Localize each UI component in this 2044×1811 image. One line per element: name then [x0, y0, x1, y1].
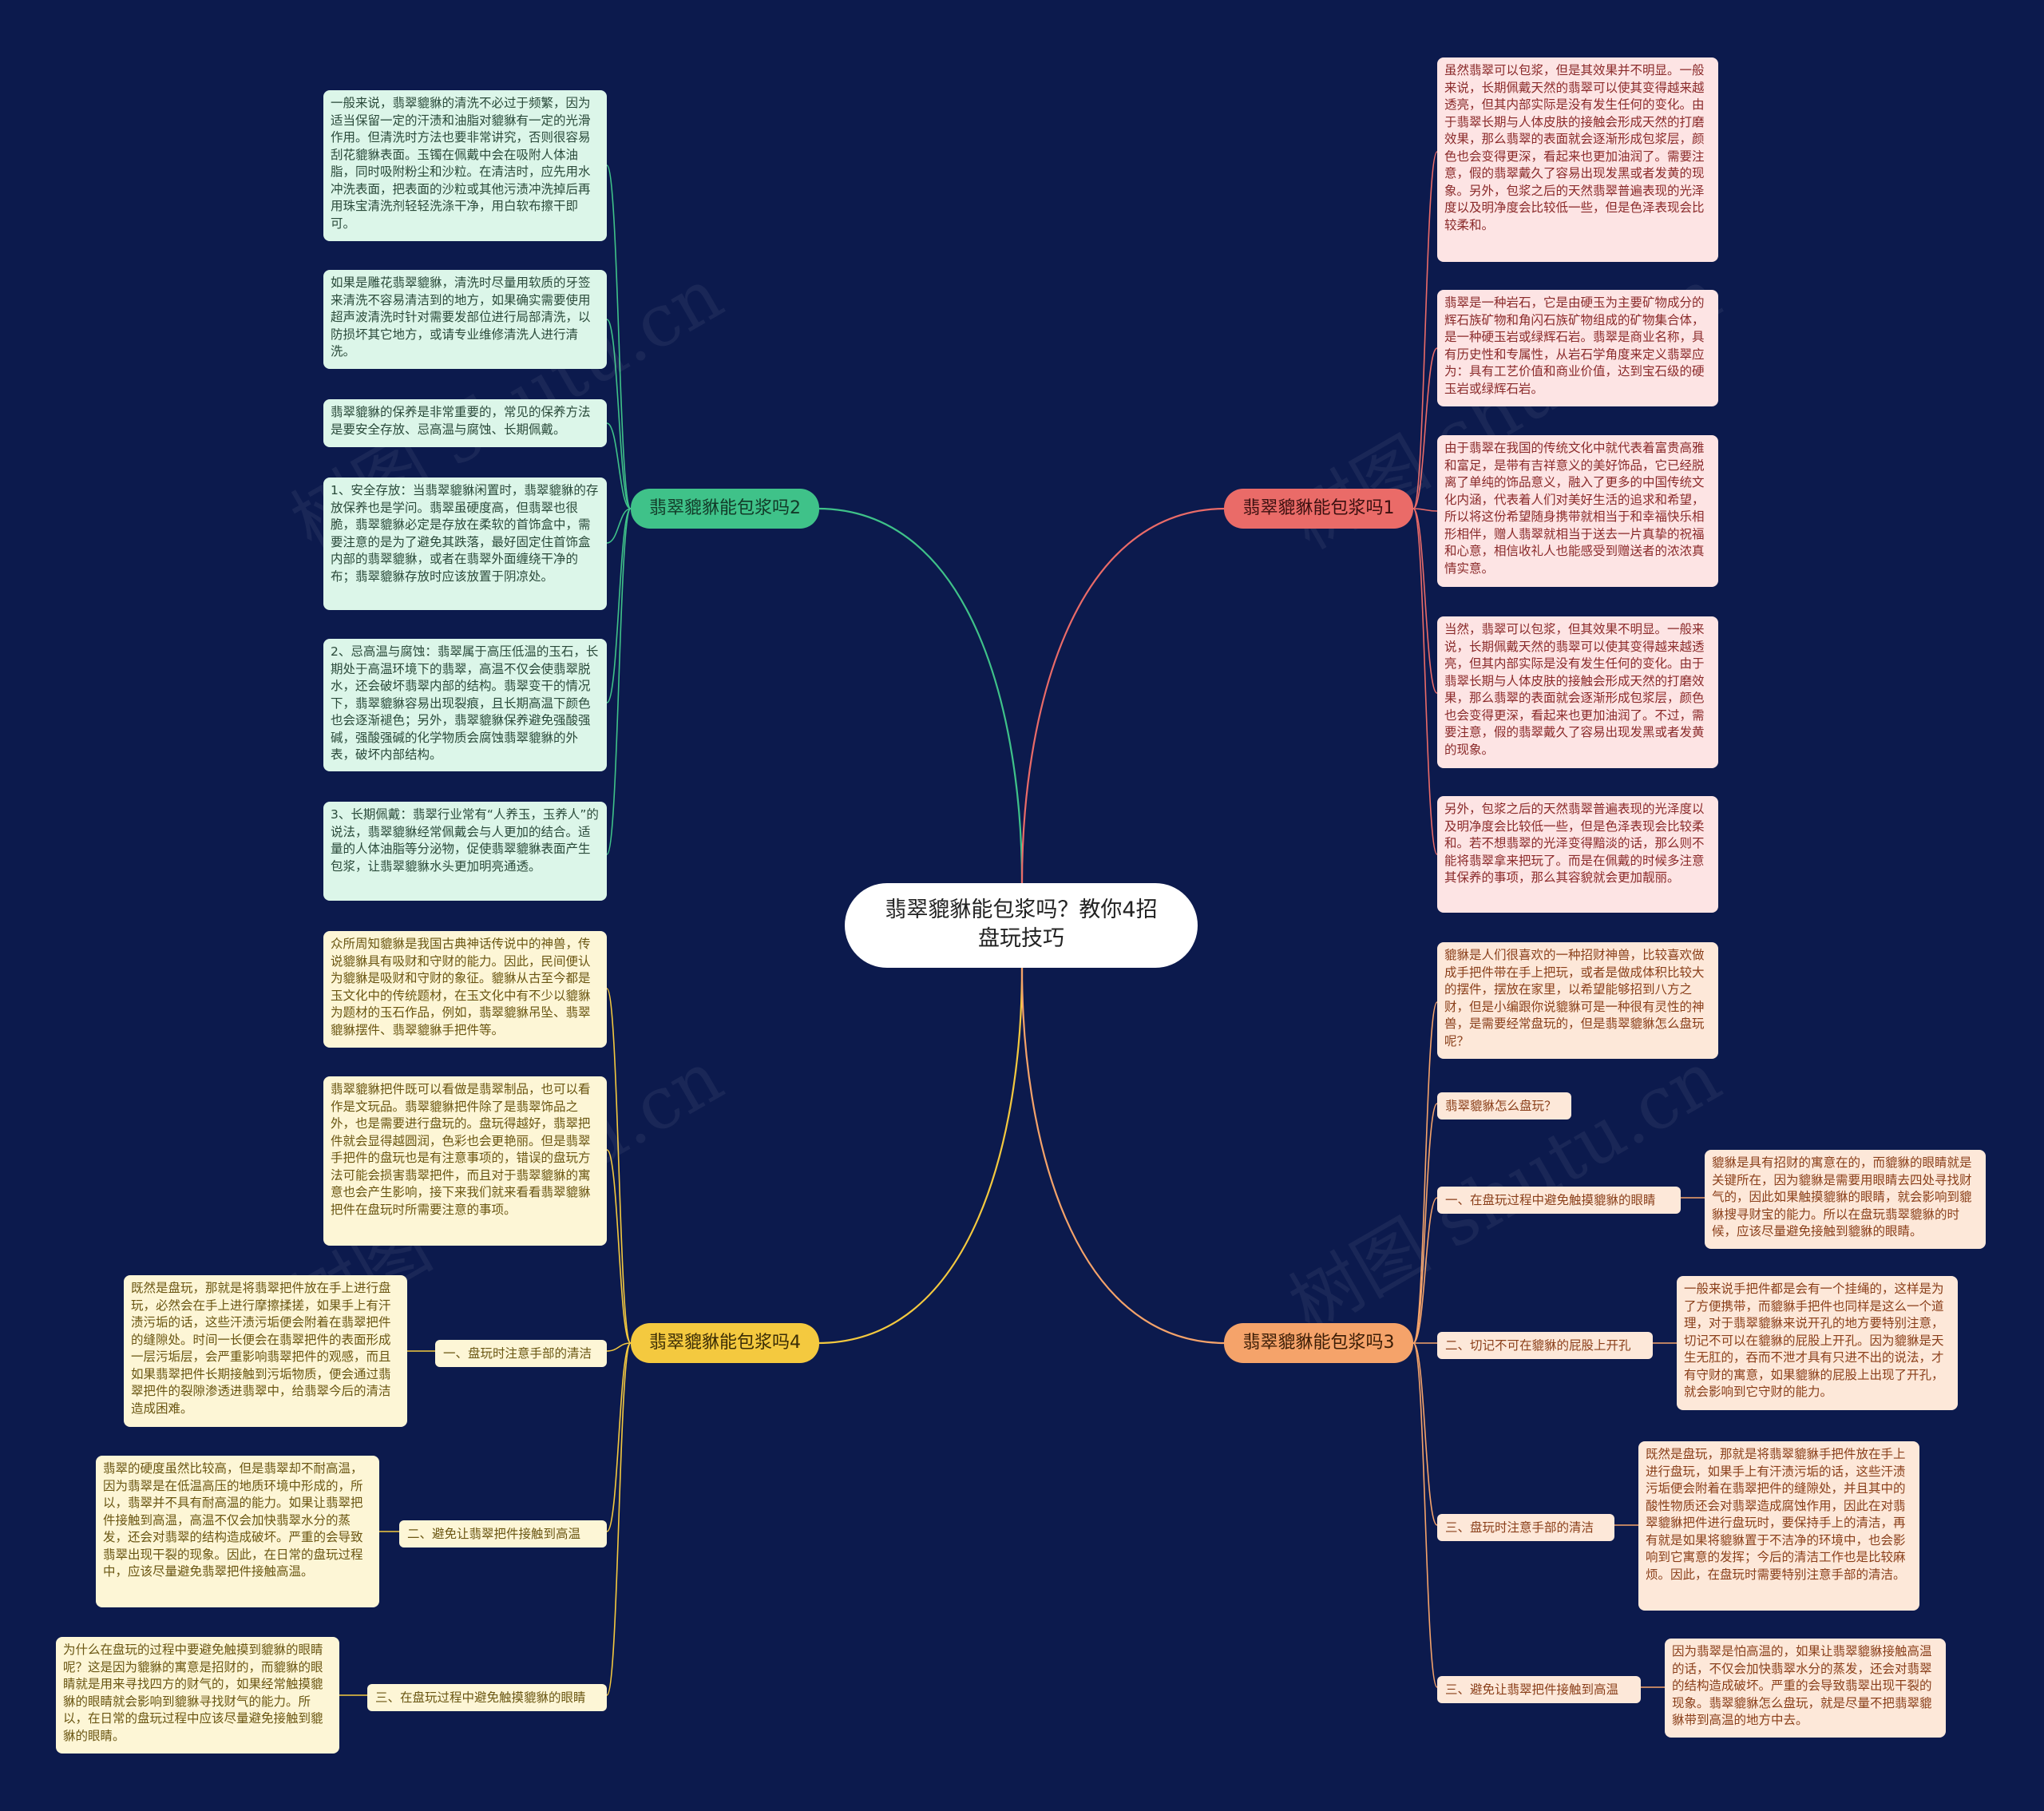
- b3-intro[interactable]: 貔貅是人们很喜欢的一种招财神兽，比较喜欢做成手把件带在手上把玩，或者是做成体积比…: [1437, 942, 1718, 1059]
- b2-note[interactable]: 3、长期佩戴：翡翠行业常有“人养玉，玉养人”的说法，翡翠貔貅经常佩戴会与人更加的…: [323, 802, 607, 901]
- b4-sub-label[interactable]: 三、在盘玩过程中避免触摸貔貅的眼睛: [367, 1684, 607, 1711]
- line-center-b1: [1020, 507, 1226, 884]
- b2-note[interactable]: 翡翠貔貅的保养是非常重要的，常见的保养方法是要安全存放、忌高温与腐蚀、长期佩戴。: [323, 399, 607, 447]
- b2-note[interactable]: 1、安全存放：当翡翠貔貅闲置时，翡翠貔貅的存放保养也是学问。翡翠虽硬度高，但翡翠…: [323, 478, 607, 610]
- b3-sub-note[interactable]: 貔貅是具有招财的寓意在的，而貔貅的眼睛就是关键所在，因为貔貅是需要用眼睛去四处寻…: [1705, 1150, 1986, 1249]
- branch-3[interactable]: 翡翠貔貅能包浆吗3: [1224, 1323, 1413, 1363]
- b3-sub-note[interactable]: 既然是盘玩，那就是将翡翠貔貅手把件放在手上进行盘玩，如果手上有汗渍污垢的话，这些…: [1638, 1441, 1919, 1611]
- central-topic[interactable]: 翡翠貔貅能包浆吗？教你4招盘玩技巧: [845, 883, 1198, 968]
- b4-sub-note[interactable]: 为什么在盘玩的过程中要避免触摸到貔貅的眼睛呢？这是因为貔貅的寓意是招财的，而貔貅…: [56, 1637, 339, 1754]
- line-center-b3: [1020, 967, 1226, 1345]
- b4-sub-label[interactable]: 二、避免让翡翠把件接触到高温: [399, 1520, 607, 1547]
- b3-sub-label[interactable]: 三、避免让翡翠把件接触到高温: [1437, 1676, 1641, 1703]
- b1-note[interactable]: 另外，包浆之后的天然翡翠普遍表现的光泽度以及明净度会比较低一些，但是色泽表现会比…: [1437, 796, 1718, 913]
- b2-note[interactable]: 2、忌高温与腐蚀：翡翠属于高压低温的玉石，长期处于高温环境下的翡翠，高温不仅会使…: [323, 639, 607, 771]
- b4-note[interactable]: 翡翠貔貅把件既可以看做是翡翠制品，也可以看作是文玩品。翡翠貔貅把件除了是翡翠饰品…: [323, 1076, 607, 1246]
- b3-intro-label[interactable]: 翡翠貔貅怎么盘玩？: [1437, 1092, 1571, 1119]
- line-center-b4: [817, 967, 1024, 1345]
- b3-sub-label[interactable]: 三、盘玩时注意手部的清洁: [1437, 1514, 1614, 1541]
- b4-sub-label[interactable]: 一、盘玩时注意手部的清洁: [435, 1340, 607, 1367]
- b1-note[interactable]: 翡翠是一种岩石，它是由硬玉为主要矿物成分的辉石族矿物和角闪石族矿物组成的矿物集合…: [1437, 290, 1718, 406]
- b2-note[interactable]: 如果是雕花翡翠貔貅，清洗时尽量用软质的牙签来清洗不容易清洁到的地方，如果确实需要…: [323, 270, 607, 369]
- b4-sub-note[interactable]: 翡翠的硬度虽然比较高，但是翡翠却不耐高温，因为翡翠是在低温高压的地质环境中形成的…: [96, 1456, 379, 1607]
- b3-sub-label[interactable]: 二、切记不可在貔貅的屁股上开孔: [1437, 1332, 1653, 1359]
- branch-2[interactable]: 翡翠貔貅能包浆吗2: [631, 489, 819, 529]
- b4-sub-note[interactable]: 既然是盘玩，那就是将翡翠把件放在手上进行盘玩，必然会在手上进行摩擦揉搓，如果手上…: [124, 1275, 407, 1427]
- b1-note[interactable]: 由于翡翠在我国的传统文化中就代表着富贵高雅和富足，是带有吉祥意义的美好饰品，它已…: [1437, 435, 1718, 587]
- branch-4[interactable]: 翡翠貔貅能包浆吗4: [631, 1323, 819, 1363]
- b1-note[interactable]: 虽然翡翠可以包浆，但是其效果并不明显。一般来说，长期佩戴天然的翡翠可以使其变得越…: [1437, 57, 1718, 262]
- branch-1[interactable]: 翡翠貔貅能包浆吗1: [1224, 489, 1413, 529]
- b4-note[interactable]: 众所周知貔貅是我国古典神话传说中的神兽，传说貔貅具有吸财和守财的能力。因此，民间…: [323, 931, 607, 1048]
- b2-note[interactable]: 一般来说，翡翠貔貅的清洗不必过于频繁，因为适当保留一定的汗渍和油脂对貔貅有一定的…: [323, 90, 607, 241]
- b3-sub-note[interactable]: 因为翡翠是怕高温的，如果让翡翠貔貅接触高温的话，不仅会加快翡翠水分的蒸发，还会对…: [1665, 1639, 1946, 1738]
- line-center-b2: [817, 507, 1024, 884]
- b3-sub-label[interactable]: 一、在盘玩过程中避免触摸貔貅的眼睛: [1437, 1187, 1681, 1214]
- b3-sub-note[interactable]: 一般来说手把件都是会有一个挂绳的，这样是为了方便携带，而貔貅手把件也同样是这么一…: [1677, 1276, 1958, 1410]
- b1-note[interactable]: 当然，翡翠可以包浆，但其效果不明显。一般来说，长期佩戴天然的翡翠可以使其变得越来…: [1437, 616, 1718, 768]
